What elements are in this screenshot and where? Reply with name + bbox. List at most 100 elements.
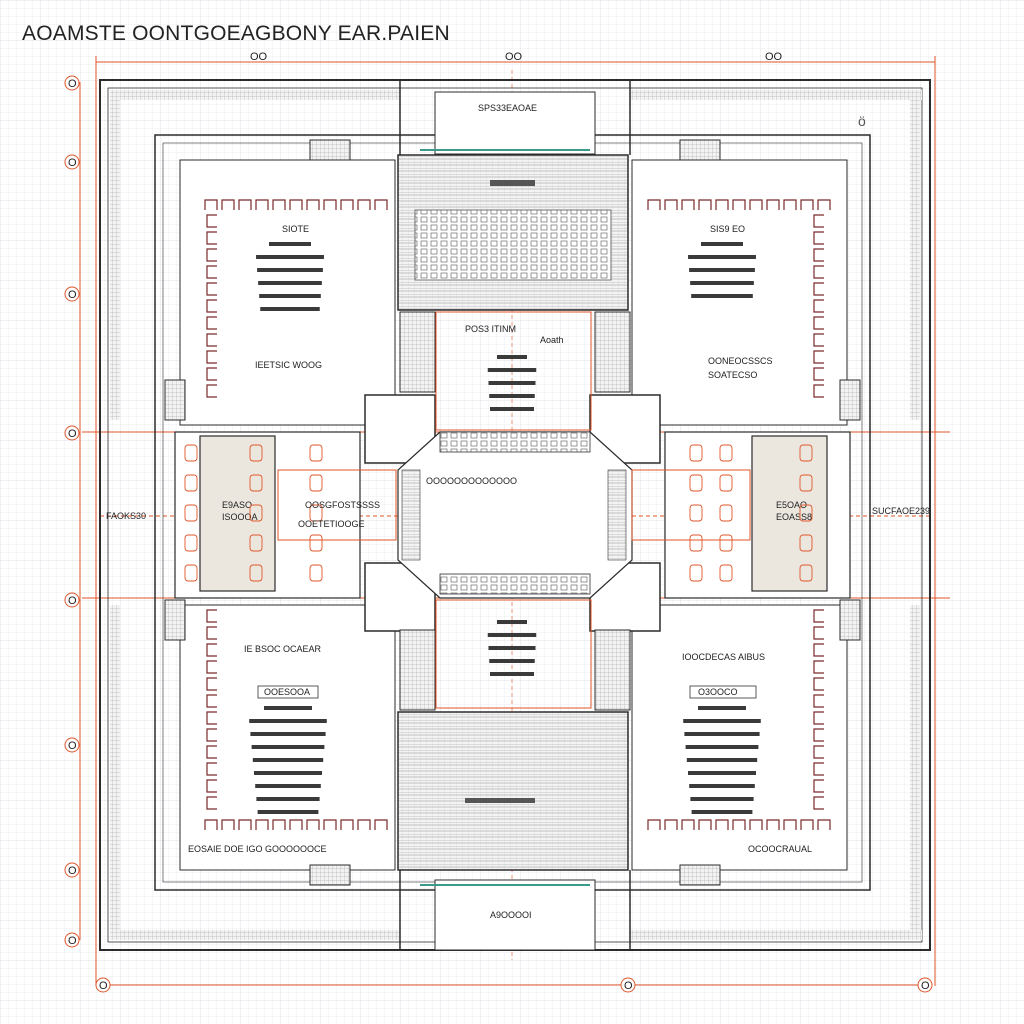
- desk-rows: [204, 199, 831, 830]
- desk: [289, 819, 303, 830]
- text-line: [256, 255, 324, 259]
- desk: [813, 796, 824, 810]
- wing-cells: [184, 444, 813, 582]
- desk: [813, 350, 824, 364]
- desk: [272, 199, 286, 210]
- desk: [206, 214, 217, 228]
- desk: [732, 819, 746, 830]
- desk: [206, 367, 217, 381]
- desk: [681, 199, 695, 210]
- bottom-hall-bar: [465, 798, 535, 803]
- desk: [813, 214, 824, 228]
- text-line: [489, 659, 535, 663]
- text-line: [488, 381, 536, 385]
- text-line: [698, 706, 746, 710]
- axis-bubble: [64, 75, 80, 91]
- desk: [813, 711, 824, 725]
- desk: [813, 626, 824, 640]
- desk: [374, 819, 388, 830]
- wing-cell: [719, 504, 733, 522]
- axis-row-label: O: [68, 740, 77, 752]
- desk: [206, 299, 217, 313]
- corridor-columns: [164, 139, 861, 886]
- drawing-title: AOAMSTE OONTGOEAGBONY EAR.PAIEN: [22, 22, 450, 45]
- wing-cell: [184, 504, 198, 522]
- desk: [374, 199, 388, 210]
- text-line: [257, 810, 319, 814]
- desk: [221, 819, 235, 830]
- bl-room-label: IE BSOC OCAEAR: [244, 644, 322, 654]
- text-line: [255, 784, 321, 788]
- text-line: [688, 255, 756, 259]
- axis-bubble: [64, 154, 80, 170]
- desk: [813, 660, 824, 674]
- top-room-label: SPS33EAOAE: [478, 103, 537, 113]
- desk: [813, 316, 824, 330]
- corner-rooms: [179, 159, 848, 871]
- desk: [715, 199, 729, 210]
- center-top-sub: Aoath: [540, 335, 564, 345]
- br-bottom-label: OCOOCRAUAL: [748, 844, 812, 854]
- desk: [204, 199, 218, 210]
- wing-cell: [309, 534, 323, 552]
- wing-cell: [719, 474, 733, 492]
- left-wing-label: E9ASO: [222, 500, 252, 510]
- axis-col-label: O: [99, 980, 108, 992]
- desk: [221, 199, 235, 210]
- wing-cell: [719, 564, 733, 582]
- left-wing-sub: ISOOOA: [222, 512, 258, 522]
- text-line: [689, 784, 755, 788]
- tl-block-head: SIOTE: [282, 224, 309, 234]
- tr-room-label: OONEOCSSCS: [708, 356, 773, 366]
- desk: [206, 350, 217, 364]
- outer-hatch-band: [110, 90, 922, 940]
- left-side-label: FAOKS30: [106, 511, 146, 521]
- desk: [800, 819, 814, 830]
- desk: [698, 819, 712, 830]
- side-wings: [174, 431, 851, 599]
- axis-bubble: [620, 977, 636, 993]
- text-line: [685, 745, 759, 749]
- desk: [206, 694, 217, 708]
- north-mark-icon: ö: [858, 113, 866, 129]
- axis-col-label: O: [624, 980, 633, 992]
- desk: [766, 199, 780, 210]
- text-line: [252, 758, 324, 762]
- desk: [238, 199, 252, 210]
- br-room-label: IOOCDECAS AIBUS: [682, 652, 765, 662]
- wing-cell: [689, 564, 703, 582]
- axis-row-label: O: [68, 595, 77, 607]
- desk: [340, 819, 354, 830]
- text-line: [487, 633, 537, 637]
- desk: [664, 199, 678, 210]
- dim-top-mid: OO: [505, 51, 523, 63]
- desk: [664, 819, 678, 830]
- desk: [817, 199, 831, 210]
- text-line: [269, 242, 311, 246]
- desk: [647, 819, 661, 830]
- desk: [255, 819, 269, 830]
- desk: [681, 819, 695, 830]
- axis-row-label: O: [68, 157, 77, 169]
- wing-cell: [309, 474, 323, 492]
- text-line: [688, 771, 756, 775]
- axis-row-label: O: [68, 935, 77, 947]
- desk: [800, 199, 814, 210]
- wing-cell: [799, 504, 813, 522]
- text-line: [260, 307, 320, 311]
- bl-bottom-label: EOSAIE DOE IGO GOOOOOOCE: [188, 844, 327, 854]
- text-line: [690, 281, 754, 285]
- desk: [206, 248, 217, 262]
- text-line: [683, 719, 761, 723]
- wing-cell: [184, 534, 198, 552]
- wing-cell: [249, 444, 263, 462]
- wing-cell: [689, 504, 703, 522]
- desk: [813, 333, 824, 347]
- text-line: [497, 355, 527, 359]
- center-left-lower: OOETETIOOGE: [298, 519, 365, 529]
- atrium-stair-bottom: [439, 573, 591, 595]
- axis-row-label: O: [68, 428, 77, 440]
- text-line: [490, 672, 534, 676]
- text-line: [258, 281, 322, 285]
